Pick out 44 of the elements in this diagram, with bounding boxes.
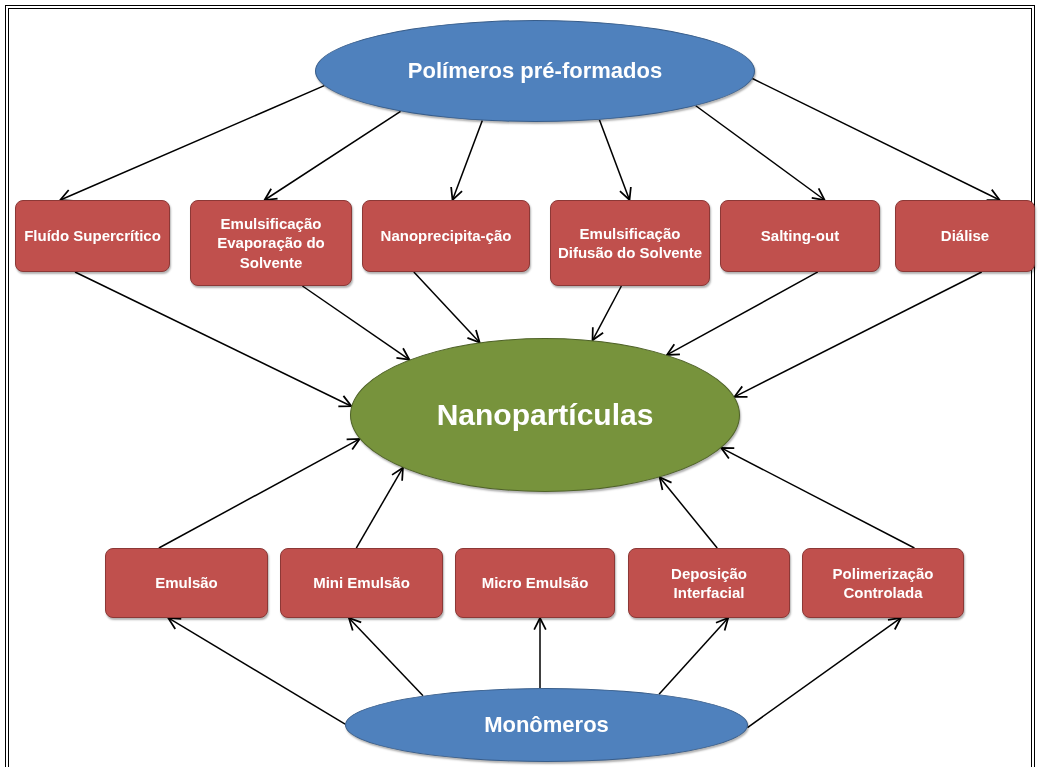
arrow xyxy=(348,617,424,697)
process-box xyxy=(455,548,615,618)
process-box xyxy=(362,200,530,272)
node-label: Monômeros xyxy=(484,711,609,740)
arrow xyxy=(658,476,718,549)
arrow xyxy=(666,271,819,356)
process-box xyxy=(720,200,880,272)
arrow xyxy=(591,285,623,342)
node-label: Emulsificação Difusão do Solvente xyxy=(557,223,703,263)
arrow xyxy=(263,110,402,201)
node-label: Diálise xyxy=(940,226,990,246)
node-label: Polímeros pré-formados xyxy=(407,57,663,86)
node-label: Micro Emulsão xyxy=(481,573,589,593)
node-label: Mini Emulsão xyxy=(313,573,410,593)
arrow xyxy=(733,271,983,398)
process-box xyxy=(15,200,170,272)
arrow xyxy=(533,617,547,689)
node-label: Fluído Supercrítico xyxy=(24,226,161,246)
node-label: Salting-out xyxy=(760,226,840,246)
node-label: Emulsão xyxy=(155,573,218,593)
arrow xyxy=(59,84,326,202)
process-box xyxy=(550,200,710,286)
arrow xyxy=(720,447,916,549)
arrow xyxy=(413,271,481,344)
process-box xyxy=(895,200,1035,272)
arrow xyxy=(167,617,346,725)
process-box xyxy=(628,548,790,618)
process-box xyxy=(280,548,443,618)
arrow xyxy=(301,285,411,361)
process-box xyxy=(105,548,268,618)
process-box xyxy=(802,548,964,618)
node-label: Nanoprecipita-ção xyxy=(380,226,512,246)
arrow xyxy=(658,617,729,696)
node-label: Polimerização Controlada xyxy=(831,563,935,603)
node-label: Emulsificação Evaporação do Solvente xyxy=(216,213,326,273)
arrow xyxy=(158,438,361,549)
arrow xyxy=(355,466,404,549)
node-label: Nanopartículas xyxy=(436,398,654,432)
arrow xyxy=(74,271,353,408)
arrow xyxy=(598,119,632,201)
arrow xyxy=(695,105,826,201)
arrow xyxy=(746,617,902,729)
process-box xyxy=(190,200,352,286)
node-label: Deposição Interfacial xyxy=(670,563,748,603)
